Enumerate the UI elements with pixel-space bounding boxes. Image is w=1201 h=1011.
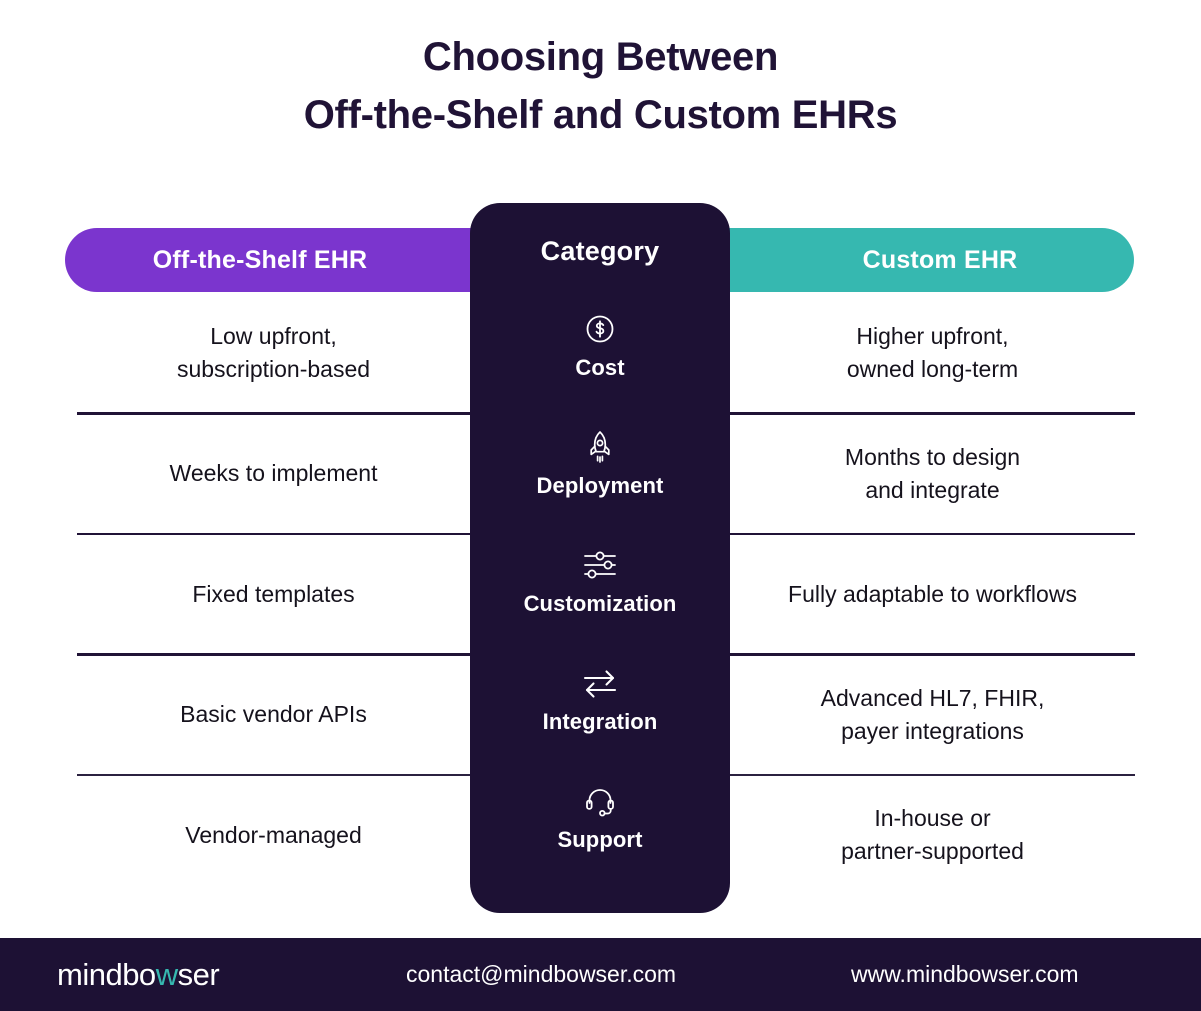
title-line-2: Off-the-Shelf and Custom EHRs [303, 93, 898, 137]
footer-website[interactable]: www.mindbowser.com [851, 961, 1079, 987]
cell-left-customization: Fixed templates [192, 580, 355, 607]
cell-left-cost: Low upfront,subscription-based [176, 322, 371, 382]
cell-left-integration: Basic vendor APIs [180, 701, 367, 727]
category-integration: Integration [470, 640, 730, 758]
cell-left-deployment: Weeks to implement [169, 460, 378, 486]
category-support-label: Support [557, 827, 643, 852]
category-customization-label: Customization [523, 591, 677, 616]
category-deployment-label: Deployment [536, 473, 664, 498]
row-divider [77, 773, 470, 776]
category-support: Support [470, 758, 730, 876]
header-off-the-shelf-label: Off-the-Shelf EHR [152, 245, 368, 274]
cell-right-cost: Higher upfront,owned long-term [846, 322, 1019, 382]
headset-icon [580, 781, 620, 821]
title-line-1: Choosing Between [422, 35, 779, 79]
row-divider [730, 773, 1135, 776]
logo-part-1: mindbo [57, 956, 156, 992]
footer-email[interactable]: contact@mindbowser.com [406, 961, 677, 987]
category-card: Category Cost [470, 203, 730, 913]
page-title: Choosing Between Off-the-Shelf and Custo… [0, 28, 1201, 144]
row-divider [77, 653, 470, 656]
logo-accent-letter: w [155, 956, 178, 992]
logo-part-2: ser [177, 956, 220, 992]
category-deployment: Deployment [470, 404, 730, 522]
category-cost-label: Cost [575, 355, 625, 380]
category-customization: Customization [470, 522, 730, 640]
header-category-label: Category [540, 236, 660, 266]
header-custom-label: Custom EHR [862, 245, 1018, 274]
cell-right-customization: Fully adaptable to workflows [788, 580, 1077, 607]
row-divider [77, 412, 470, 415]
exchange-arrows-icon [580, 663, 620, 703]
cell-right-integration: Advanced HL7, FHIR,payer integrations [820, 684, 1045, 744]
column-off-the-shelf: Low upfront,subscription-based Weeks to … [77, 293, 470, 894]
rocket-icon [580, 427, 620, 467]
sliders-icon [580, 545, 620, 585]
category-integration-label: Integration [542, 709, 658, 734]
dollar-circle-icon [580, 309, 620, 349]
footer-bar: mindbowser contact@mindbowser.com www.mi… [0, 938, 1201, 1011]
row-divider [730, 532, 1135, 535]
row-divider [730, 653, 1135, 656]
row-divider [730, 412, 1135, 415]
row-divider [77, 532, 470, 535]
mindbowser-logo: mindbowser [57, 956, 220, 993]
comparison-table: Off-the-Shelf EHR Custom EHR Low upfront… [0, 203, 1201, 915]
category-cost: Cost [470, 286, 730, 404]
cell-left-support: Vendor-managed [185, 821, 362, 848]
column-custom: Higher upfront,owned long-term Months to… [730, 293, 1135, 894]
